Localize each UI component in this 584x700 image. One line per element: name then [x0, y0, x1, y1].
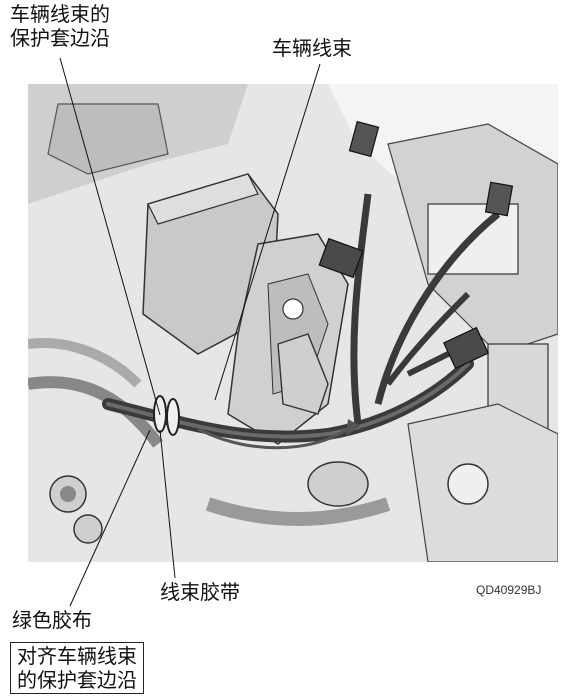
label-harness-tie: 线束胶带 [160, 580, 240, 604]
diagram-code: QD40929BJ [476, 583, 542, 597]
label-green-tape: 绿色胶布 [12, 608, 92, 632]
label-harness-protector-edge: 车辆线束的 保护套边沿 [10, 2, 110, 50]
label-line-2: 保护套边沿 [10, 26, 110, 50]
direction-arrow [197, 427, 349, 450]
label-line-1: 对齐车辆线束 [17, 644, 137, 668]
label-line-1: 车辆线束的 [10, 2, 110, 26]
engine-bay-illustration [28, 84, 558, 562]
arrow-head [346, 419, 360, 436]
label-line-2: 的保护套边沿 [17, 668, 137, 692]
label-vehicle-harness: 车辆线束 [272, 36, 352, 60]
label-align-note: 对齐车辆线束 的保护套边沿 [10, 642, 144, 694]
